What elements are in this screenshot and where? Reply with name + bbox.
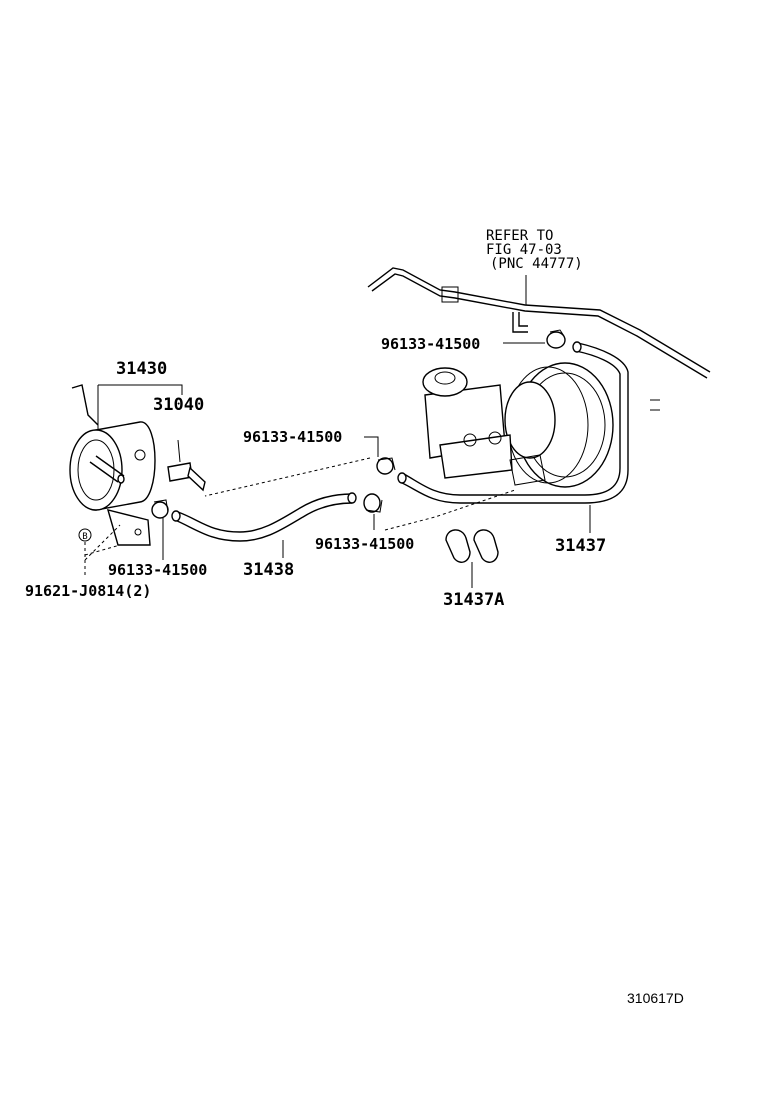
refer-line-2: FIG 47-03 (486, 242, 562, 258)
clamp-top (546, 329, 566, 349)
label-bolt: 91621-J0814(2) (25, 582, 151, 600)
hose-31437 (397, 341, 629, 504)
label-hose-right: 31437 (555, 536, 606, 556)
clamp-mid-lower (363, 493, 383, 513)
vacuum-pipe (367, 267, 711, 379)
brake-booster (422, 362, 660, 488)
label-clamp-top: 96133-41500 (381, 335, 480, 353)
hose-31438 (171, 492, 357, 542)
clamp-left (151, 499, 169, 519)
refer-line-1: REFER TO (486, 228, 553, 244)
bolt-marker-b: B (82, 532, 87, 542)
label-hose-clip: 31437A (443, 590, 504, 610)
leader-lines (78, 275, 591, 588)
filter-canister (69, 384, 156, 546)
label-clamp-mid-right: 96133-41500 (315, 535, 414, 553)
figure-code: 310617D (627, 990, 684, 1006)
label-clamp-bottom-left: 96133-41500 (108, 561, 207, 579)
clamp-mid-upper (376, 457, 396, 475)
hose-clip (445, 529, 499, 563)
label-filter: 31430 (116, 359, 167, 379)
refer-line-3: (PNC 44777) (490, 256, 583, 272)
label-hose-left: 31438 (243, 560, 294, 580)
check-valve (167, 439, 206, 492)
label-valve: 31040 (153, 395, 204, 415)
label-clamp-mid-left: 96133-41500 (243, 428, 342, 446)
